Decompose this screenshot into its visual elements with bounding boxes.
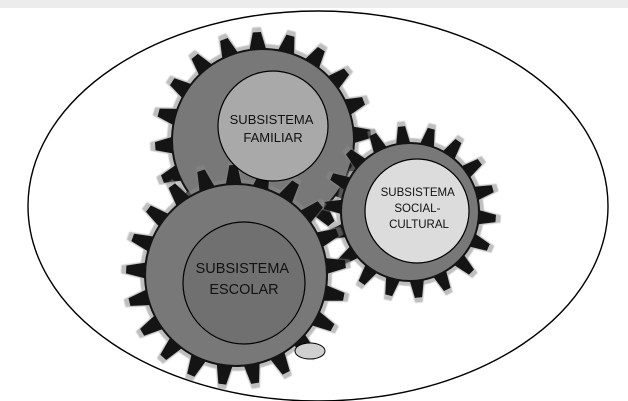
node-social-line-2: SOCIAL- <box>394 203 440 215</box>
node-familiar-circle <box>217 70 329 182</box>
node-social-line-1: SUBSISTEMA <box>381 187 455 199</box>
outer-ellipse <box>27 10 609 401</box>
small-bubble <box>294 342 326 360</box>
node-escolar-line-2: ESCOLAR <box>209 282 278 298</box>
top-band <box>0 0 628 8</box>
node-familiar-line-2: FAMILIAR <box>243 130 302 145</box>
node-familiar-label: SUBSISTEMA FAMILIAR <box>230 112 317 145</box>
node-escolar-line-1: SUBSISTEMA <box>196 261 290 277</box>
node-social-line-3: CULTURAL <box>389 219 449 231</box>
node-familiar-line-1: SUBSISTEMA <box>230 112 314 127</box>
node-escolar-label: SUBSISTEMA ESCOLAR <box>196 261 293 298</box>
node-social-label: SUBSISTEMA SOCIAL- CULTURAL <box>381 187 458 231</box>
node-social-circle <box>364 158 470 264</box>
node-escolar-circle <box>182 221 306 345</box>
